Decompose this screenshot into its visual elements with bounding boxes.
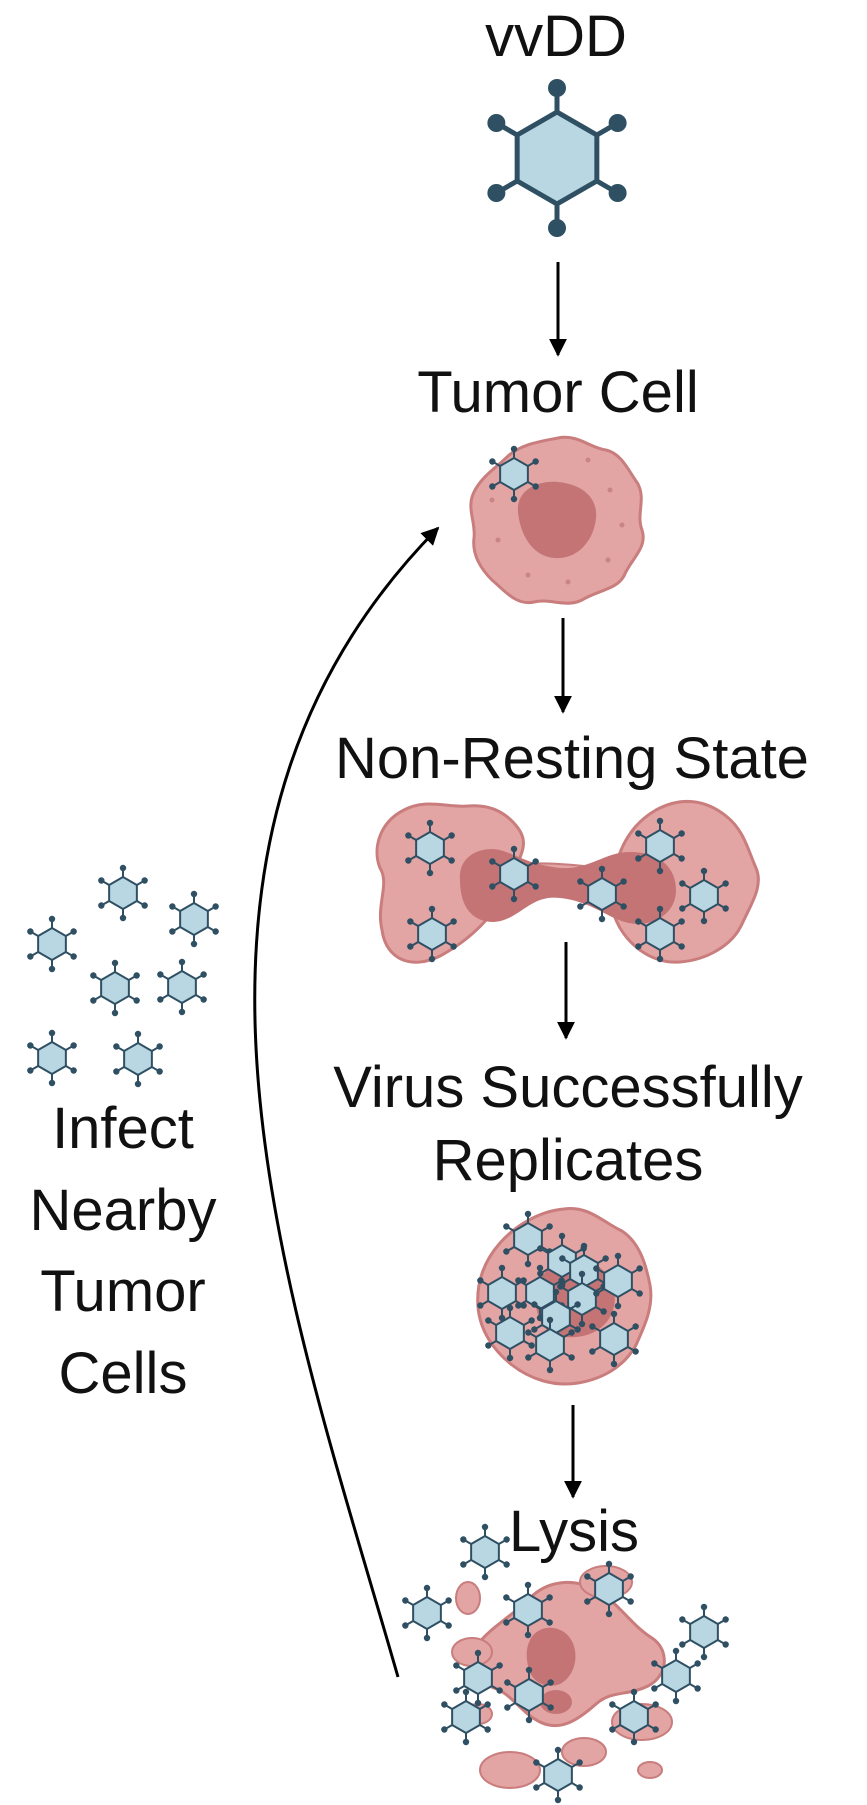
dividing-cell-icon (375, 799, 760, 964)
replicating-cell-virus-9 (485, 1304, 535, 1362)
infect-label-line4: Cells (59, 1341, 188, 1406)
lysed-fragment-1 (455, 1581, 481, 1615)
released-virus-2 (169, 890, 219, 948)
tumor-cell-nucleus (517, 481, 597, 559)
lysis-virus-5 (679, 1603, 729, 1661)
lysed-fragment-8 (637, 1761, 663, 1779)
dividing-cell-virus-5 (635, 817, 685, 875)
replicates-title-line2: Replicates (433, 1128, 704, 1193)
dividing-cell-virus-1 (405, 819, 455, 877)
lysed-fragment-9 (540, 1690, 572, 1714)
arrow-lysis-to-tumor-curve (253, 526, 440, 1678)
replicates-title-line1: Virus Successfully (333, 1055, 803, 1120)
tumor-cell-dots (489, 457, 625, 585)
infect-label-line3: Tumor (40, 1259, 205, 1324)
lysis-virus-2 (402, 1584, 452, 1642)
replicating-cell-icon (476, 1206, 653, 1386)
vvdd-virus-icon (487, 79, 627, 237)
replicating-cell-virus-11 (589, 1310, 639, 1368)
replicating-cell-virus-4 (477, 1264, 527, 1322)
lysed-fragment-5 (561, 1737, 607, 1767)
infect-label-line1: Infect (52, 1096, 194, 1161)
dividing-cell-virus-4 (577, 865, 627, 923)
lysed-fragment-2 (451, 1637, 493, 1667)
released-virus-6 (27, 1029, 77, 1087)
dividing-cell-virus-3 (407, 905, 457, 963)
lysis-virus-7 (504, 1666, 554, 1724)
dividing-cell-virus-7 (635, 905, 685, 963)
dividing-cell-virus-2 (489, 845, 539, 903)
lysed-fragment-4 (479, 1751, 541, 1789)
released-virus-7 (113, 1030, 163, 1088)
released-virus-1 (98, 864, 148, 922)
released-virus-4 (90, 959, 140, 1017)
dividing-cell-virus-6 (679, 867, 729, 925)
tumor-cell-icon (469, 435, 645, 605)
lysis-virus-6 (651, 1647, 701, 1705)
lysis-title: Lysis (509, 1499, 639, 1564)
infect-label-line2: Nearby (30, 1178, 217, 1243)
lysed-cell-nucleus (526, 1627, 576, 1686)
lysis-virus-10 (609, 1688, 659, 1746)
lysis-virus-9 (441, 1688, 491, 1746)
lysis-virus-1 (460, 1523, 510, 1581)
lysis-virus-4 (584, 1560, 634, 1618)
released-virus-5 (157, 958, 207, 1016)
lysis-virus-11 (533, 1746, 583, 1804)
released-virus-3 (27, 915, 77, 973)
replicating-cell-virus-10 (525, 1316, 575, 1374)
lysis-virus-3 (503, 1581, 553, 1639)
replicating-cell-virus-7 (593, 1252, 643, 1310)
tumor-cell-virus-icon (489, 445, 539, 503)
tumor-cell-title: Tumor Cell (417, 360, 698, 425)
vvdd-title: vvDD (485, 4, 627, 69)
non-resting-title: Non-Resting State (335, 726, 809, 791)
lysis-virus-8 (453, 1649, 503, 1707)
